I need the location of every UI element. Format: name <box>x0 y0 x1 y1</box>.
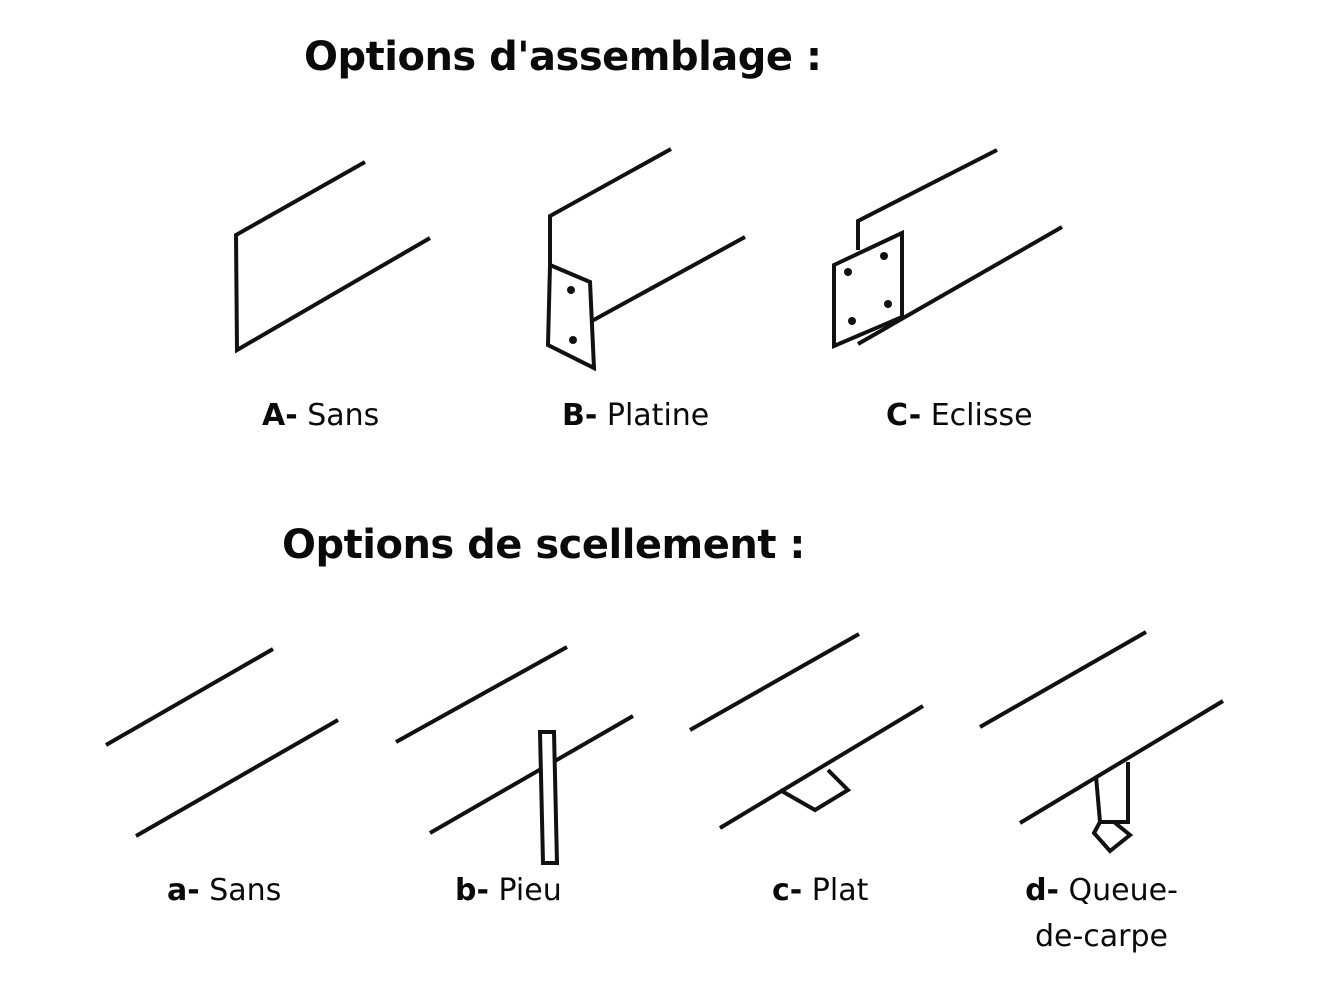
option-name: Platine <box>606 398 710 433</box>
platine-plate <box>545 262 597 372</box>
option-label-scellement-queue-de-carpe: d- Queue- de-carpe <box>1004 868 1199 960</box>
plat-tab <box>779 768 852 813</box>
option-label-scellement-pieu: b- Pieu <box>455 868 562 914</box>
scellement-title: Options de scellement : <box>282 522 805 568</box>
diagram-scellement-queue-de-carpe <box>979 630 1225 854</box>
option-name: Eclisse <box>930 398 1033 433</box>
option-name: Sans <box>209 873 282 908</box>
option-code: a- <box>167 873 200 908</box>
option-label-scellement-sans: a- Sans <box>167 868 281 914</box>
assemblage-title: Options d'assemblage : <box>304 34 822 80</box>
option-code: c- <box>772 873 803 908</box>
option-name: Queue- <box>1068 873 1178 908</box>
option-label-assemblage-sans: A- Sans <box>262 393 379 439</box>
diagram-scellement-plat <box>689 632 925 830</box>
option-code: B- <box>562 398 598 433</box>
option-name: Plat <box>811 873 869 908</box>
option-label-assemblage-eclisse: C- Eclisse <box>886 393 1033 439</box>
queue-de-carpe-tail <box>1094 762 1130 824</box>
option-code: C- <box>886 398 922 433</box>
option-name: Pieu <box>498 873 562 908</box>
option-label-scellement-plat: c- Plat <box>772 868 868 914</box>
diagram-assemblage-platine <box>545 147 746 372</box>
option-code: d- <box>1025 873 1059 908</box>
option-code: b- <box>455 873 489 908</box>
pieu-stake <box>537 730 560 865</box>
diagram-scellement-sans <box>105 647 339 838</box>
option-name: Sans <box>307 398 380 433</box>
eclisse-plate <box>832 229 904 350</box>
option-name-line2: de-carpe <box>1034 919 1169 954</box>
option-label-assemblage-platine: B- Platine <box>562 393 709 439</box>
diagram-scellement-pieu <box>395 645 634 865</box>
option-code: A- <box>262 398 298 433</box>
diagram-assemblage-eclisse <box>832 148 1063 350</box>
diagram-assemblage-sans <box>233 160 432 354</box>
